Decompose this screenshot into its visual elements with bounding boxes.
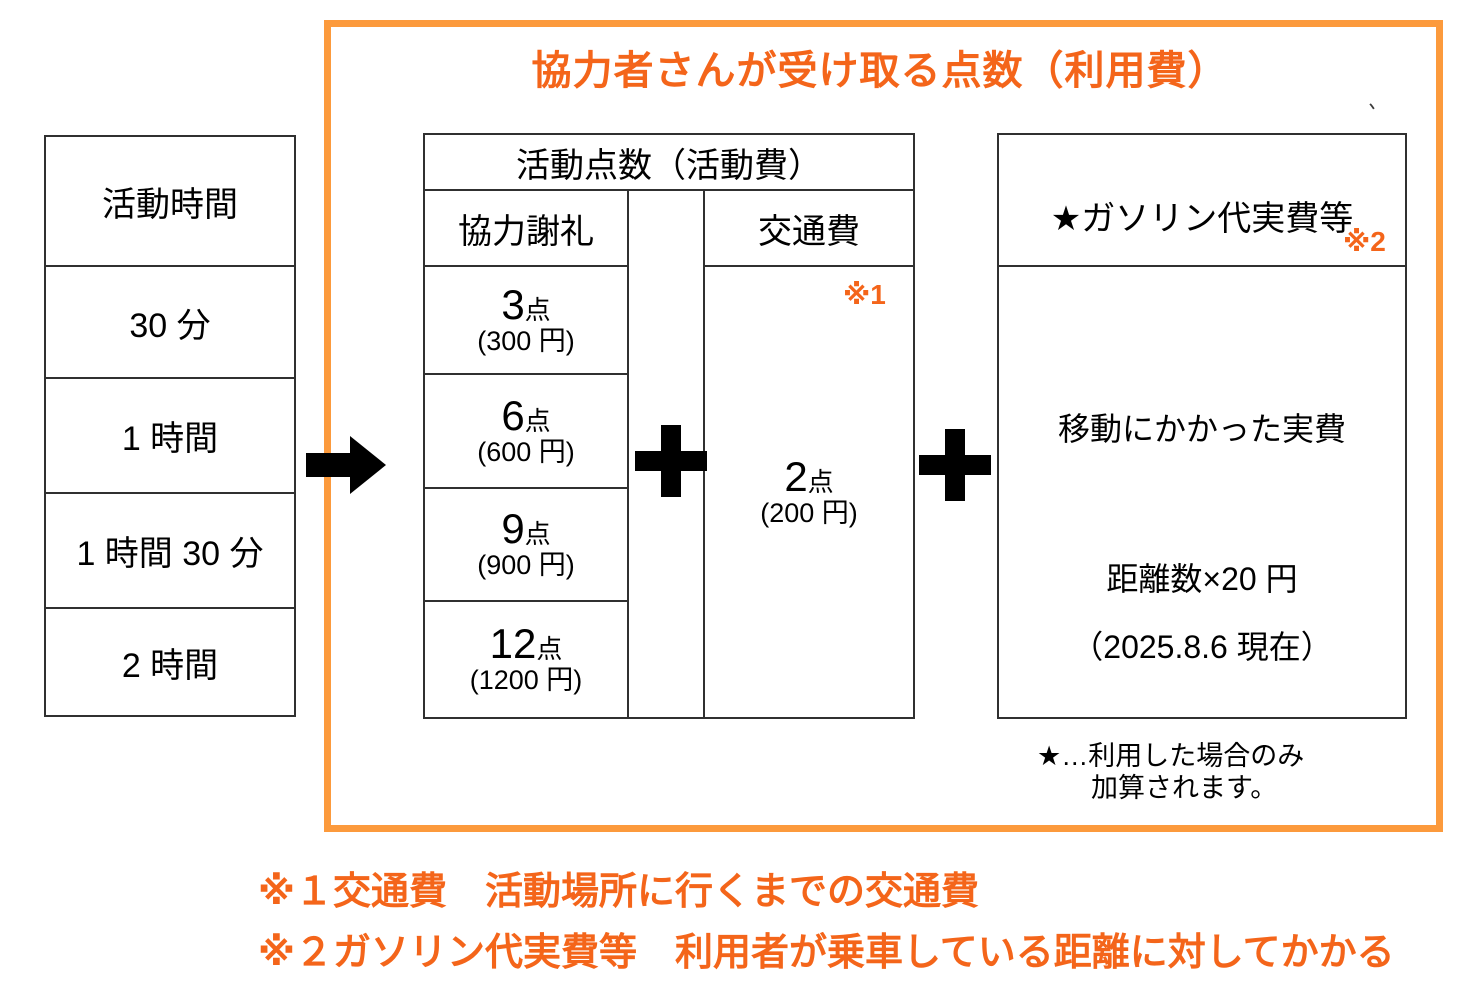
points-unit: 点 — [524, 519, 551, 550]
transport-column-header: 交通費 — [705, 191, 913, 265]
points-value: 9 — [501, 505, 525, 553]
plus-icon-2 — [919, 429, 991, 501]
table-row: 12点 (1200 円) — [425, 602, 627, 717]
points-value: 3 — [501, 280, 525, 328]
arrow-right-icon — [306, 436, 386, 494]
reward-column-header: 協力謝礼 — [425, 191, 627, 265]
effective-date: （2025.8.6 現在） — [999, 623, 1405, 667]
table-row: 1 時間 — [46, 379, 294, 492]
activity-points-header: 活動点数（活動費） — [425, 135, 913, 189]
actual-cost-label: 移動にかかった実費 — [999, 405, 1405, 449]
table-row: 2 時間 — [46, 609, 294, 715]
distance-formula: 距離数×20 円 — [999, 555, 1405, 599]
footnote-2: ※２ガソリン代実費等 利用者が乗車している距離に対してかかる — [258, 931, 1395, 974]
yen-value: (900 円) — [477, 550, 575, 581]
gasoline-header: ★ガソリン代実費等 — [999, 135, 1405, 265]
table-row: 9点 (900 円) — [425, 489, 627, 600]
divider — [425, 265, 627, 267]
points-unit: 点 — [807, 466, 834, 497]
table-row: 3点 (300 円) — [425, 267, 627, 373]
plus-icon-1 — [635, 425, 707, 497]
transport-points-cell: 2点 (200 円) — [705, 267, 913, 717]
divider — [425, 600, 627, 602]
points-unit: 点 — [536, 634, 563, 665]
divider — [425, 189, 913, 191]
points-value: 12 — [489, 620, 537, 668]
yen-value: (600 円) — [477, 436, 575, 467]
stray-comma-mark: 、 — [1367, 90, 1391, 116]
divider — [999, 265, 1405, 267]
table-row: 6点 (600 円) — [425, 375, 627, 487]
divider — [705, 265, 913, 267]
footnote-1: ※１交通費 活動場所に行くまでの交通費 — [258, 871, 979, 913]
divider — [46, 377, 294, 379]
divider — [46, 607, 294, 609]
yen-value: (300 円) — [477, 325, 575, 356]
activity-time-table: 活動時間 30 分 1 時間 1 時間 30 分 2 時間 — [44, 135, 296, 717]
divider — [46, 265, 294, 267]
divider — [627, 189, 629, 717]
yen-value: (200 円) — [760, 497, 858, 528]
gasoline-cost-table: ★ガソリン代実費等 移動にかかった実費 距離数×20 円 （2025.8.6 現… — [997, 133, 1407, 719]
activity-points-table: 活動点数（活動費） 協力謝礼 3点 (300 円) 6点 (600 円) 9点 … — [423, 133, 915, 719]
table-row: 30 分 — [46, 267, 294, 377]
divider — [425, 373, 627, 375]
points-value: 6 — [501, 391, 525, 439]
divider — [46, 492, 294, 494]
points-value: 2 — [784, 452, 808, 500]
activity-time-header: 活動時間 — [46, 137, 294, 265]
points-summary-frame — [324, 20, 1443, 832]
table-row: 1 時間 30 分 — [46, 494, 294, 607]
note-marker-1: ※1 — [843, 279, 886, 310]
points-unit: 点 — [524, 405, 551, 436]
page-title: 協力者さんが受け取る点数（利用費） — [531, 49, 1229, 93]
note-marker-2: ※2 — [1343, 226, 1386, 257]
star-condition-note: ★…利用した場合のみ 加算されます。 — [1037, 741, 1305, 803]
yen-value: (1200 円) — [469, 665, 583, 696]
divider — [425, 487, 627, 489]
footnotes: ※１交通費 活動場所に行くまでの交通費 ※２ガソリン代実費等 利用者が乗車してい… — [258, 862, 1468, 984]
points-unit: 点 — [524, 294, 551, 325]
